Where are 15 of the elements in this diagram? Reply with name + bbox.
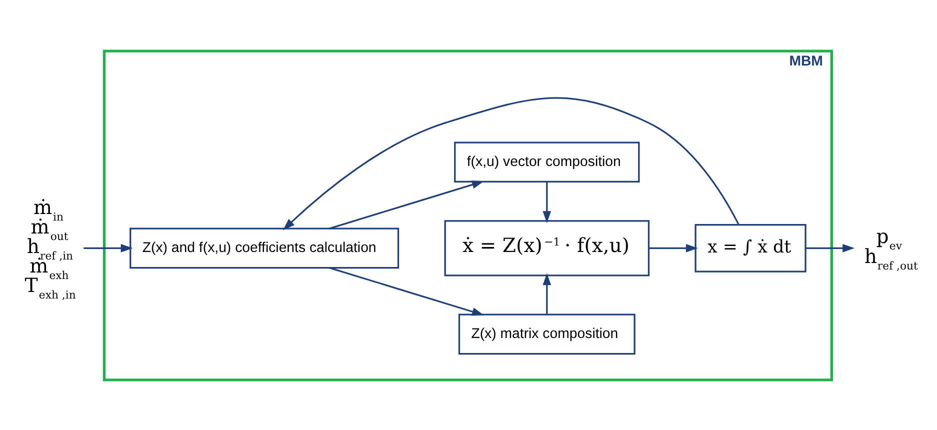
- node-box: Z(x) and f(x,u) coefficients calculation: [130, 227, 400, 268]
- node-box: f(x,u) vector composition: [454, 141, 640, 182]
- node-text: p$_{ev}$ h$_{ref ,out}$: [864, 224, 918, 272]
- arrow: [282, 96, 740, 230]
- node-box: x = ∫ ẋ dt: [694, 223, 806, 272]
- arrow: [84, 243, 133, 252]
- arrow: [329, 180, 484, 229]
- node-box: Z(x) matrix composition: [458, 313, 636, 354]
- node-box: ẋ = Z(x)$^{−1}$ · f(x,u): [444, 220, 650, 276]
- node-text: ṁ$_{in}$ ṁ$_{out}$ h$_{ref ,in}$ ṁ$_{exh}$ T$_{exh ,in}$: [24, 195, 76, 302]
- arrow: [329, 266, 484, 316]
- arrow: [648, 243, 698, 252]
- arrow: [542, 272, 552, 314]
- arrow: [806, 243, 855, 252]
- arrow: [542, 181, 552, 223]
